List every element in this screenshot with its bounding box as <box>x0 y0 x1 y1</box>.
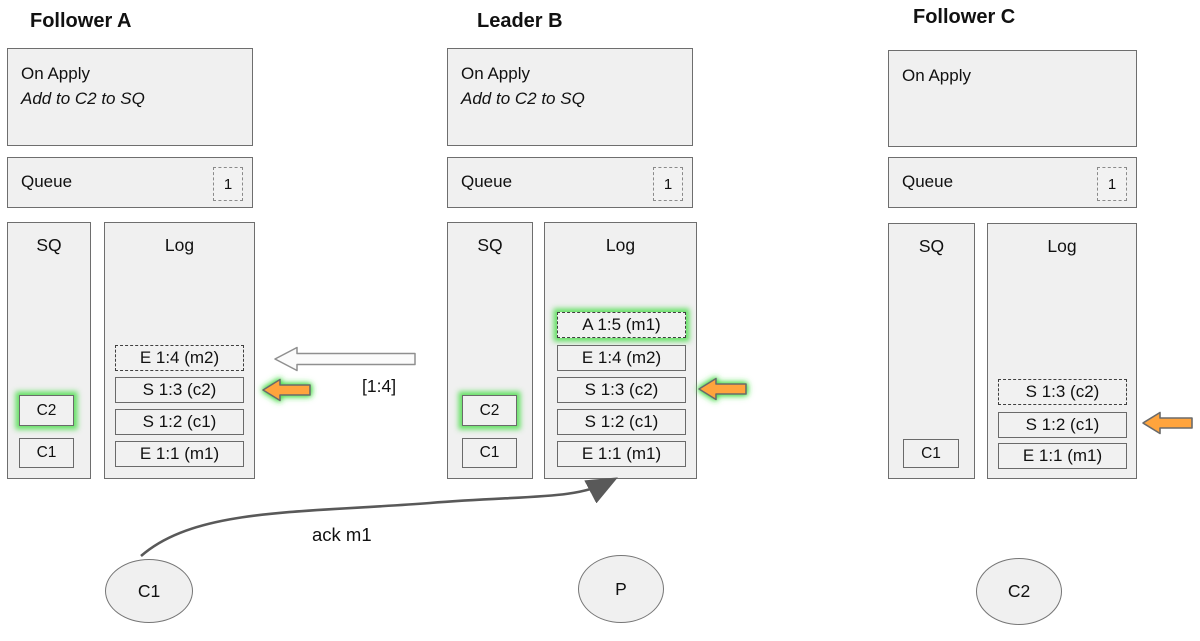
sq-item-c1: C1 <box>903 439 959 468</box>
on-apply-box: On Apply <box>888 50 1137 147</box>
actor-c2: C2 <box>976 558 1062 625</box>
sq-label: SQ <box>477 235 503 255</box>
log-entry-e11: E 1:1 (m1) <box>998 443 1127 469</box>
queue-label: Queue <box>461 172 513 191</box>
node-title-follower-c: Follower C <box>913 6 1016 28</box>
sq-box: SQ <box>447 222 533 479</box>
on-apply-note: Add to C2 to SQ <box>21 88 145 108</box>
node-leader-b: Leader B On Apply Add to C2 to SQ Queue … <box>447 0 707 641</box>
sq-label: SQ <box>918 236 945 256</box>
log-entry-s12: S 1:2 (c1) <box>115 409 244 435</box>
log-box: Log <box>987 223 1137 479</box>
on-apply-note: Add to C2 to SQ <box>461 88 585 108</box>
ack-label: ack m1 <box>312 524 372 545</box>
sq-item-c2: C2 <box>19 395 74 426</box>
log-entry-s13: S 1:3 (c2) <box>115 377 244 403</box>
sq-box: SQ <box>7 222 91 479</box>
sq-item-c1: C1 <box>462 438 517 468</box>
sq-label: SQ <box>36 235 62 255</box>
apply-pointer-follower-c <box>1142 411 1193 435</box>
queue-count-badge: 1 <box>1097 167 1127 201</box>
replicate-arrow <box>274 346 416 372</box>
log-label: Log <box>1047 236 1077 256</box>
on-apply-heading: On Apply <box>902 66 971 85</box>
log-entry-e14: E 1:4 (m2) <box>557 345 686 371</box>
node-title-leader-b: Leader B <box>477 10 563 32</box>
log-entry-e11: E 1:1 (m1) <box>115 441 244 467</box>
node-follower-c: Follower C On Apply Queue 1 SQ C1 Log S … <box>888 0 1148 641</box>
on-apply-box: On Apply Add to C2 to SQ <box>7 48 253 146</box>
queue-box: Queue 1 <box>7 157 253 208</box>
queue-label: Queue <box>21 172 73 191</box>
log-label: Log <box>605 235 636 255</box>
log-entry-e14: E 1:4 (m2) <box>115 345 244 371</box>
queue-box: Queue 1 <box>447 157 693 208</box>
sq-box: SQ <box>888 223 975 479</box>
actor-c1: C1 <box>105 559 193 623</box>
on-apply-heading: On Apply <box>21 64 90 83</box>
queue-label: Queue <box>902 172 954 191</box>
on-apply-box: On Apply Add to C2 to SQ <box>447 48 693 146</box>
replicate-range-label: [1:4] <box>362 376 397 396</box>
queue-count-badge: 1 <box>213 167 243 201</box>
sq-item-c2: C2 <box>462 395 517 426</box>
log-entry-a15: A 1:5 (m1) <box>557 312 686 338</box>
on-apply-heading: On Apply <box>461 64 530 83</box>
node-follower-a: Follower A On Apply Add to C2 to SQ Queu… <box>7 0 267 641</box>
log-entry-s13: S 1:3 (c2) <box>998 379 1127 405</box>
log-label: Log <box>164 235 195 255</box>
apply-pointer-follower-a <box>262 378 311 402</box>
log-entry-s12: S 1:2 (c1) <box>998 412 1127 438</box>
queue-count-badge: 1 <box>653 167 683 201</box>
actor-p: P <box>578 555 664 623</box>
sq-item-c1: C1 <box>19 438 74 468</box>
queue-box: Queue 1 <box>888 157 1137 208</box>
log-entry-s13: S 1:3 (c2) <box>557 377 686 403</box>
log-entry-s12: S 1:2 (c1) <box>557 409 686 435</box>
log-entry-e11: E 1:1 (m1) <box>557 441 686 467</box>
node-title-follower-a: Follower A <box>30 10 132 32</box>
